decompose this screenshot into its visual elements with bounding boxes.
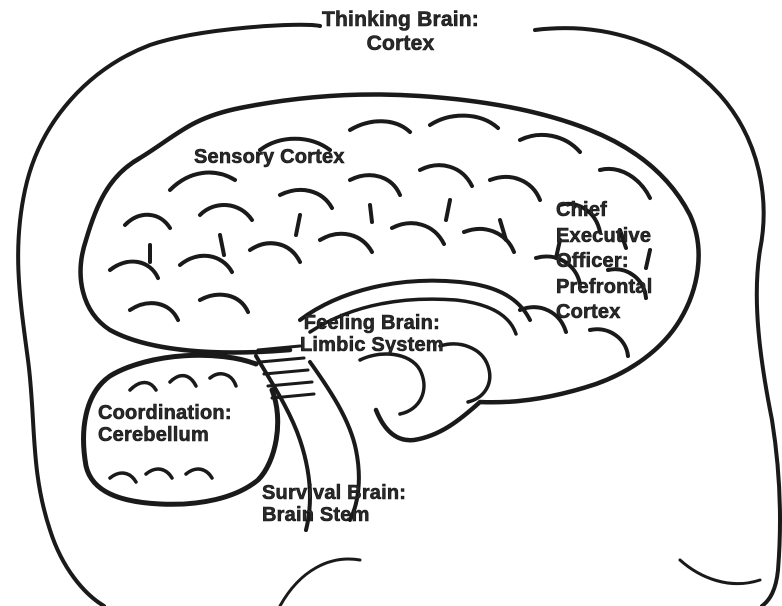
- label-cerebellum: Coordination: Cerebellum: [98, 402, 232, 447]
- label-prefrontal-cortex: Chief Executive Officer: Prefrontal Cort…: [556, 198, 652, 326]
- label-coordination-line2: Cerebellum: [98, 424, 232, 446]
- fornix-curve: [440, 344, 490, 402]
- label-ceo-line5: Cortex: [556, 300, 652, 326]
- label-feeling-line1: Feeling Brain:: [300, 312, 444, 334]
- label-brain-stem: Survival Brain: Brain Stem: [262, 482, 406, 527]
- neck-front: [280, 559, 360, 606]
- label-survival-line1: Survival Brain:: [262, 482, 406, 504]
- label-ceo-line3: Officer:: [556, 249, 652, 275]
- label-sensory-cortex: Sensory Cortex: [194, 146, 345, 168]
- neck-line: [680, 560, 760, 584]
- label-limbic-system: Feeling Brain: Limbic System: [300, 312, 444, 357]
- label-sensory-line1: Sensory Cortex: [194, 146, 345, 168]
- label-ceo-line2: Executive: [556, 224, 652, 250]
- label-survival-line2: Brain Stem: [262, 504, 406, 526]
- label-ceo-line1: Chief: [556, 198, 652, 224]
- label-thinking-line2: Cortex: [322, 32, 479, 56]
- label-ceo-line4: Prefrontal: [556, 275, 652, 301]
- thalamus-curve: [360, 354, 424, 414]
- label-thinking-line1: Thinking Brain:: [322, 8, 479, 32]
- label-coordination-line1: Coordination:: [98, 402, 232, 424]
- label-thinking-brain: Thinking Brain: Cortex: [322, 8, 479, 55]
- label-feeling-line2: Limbic System: [300, 334, 444, 356]
